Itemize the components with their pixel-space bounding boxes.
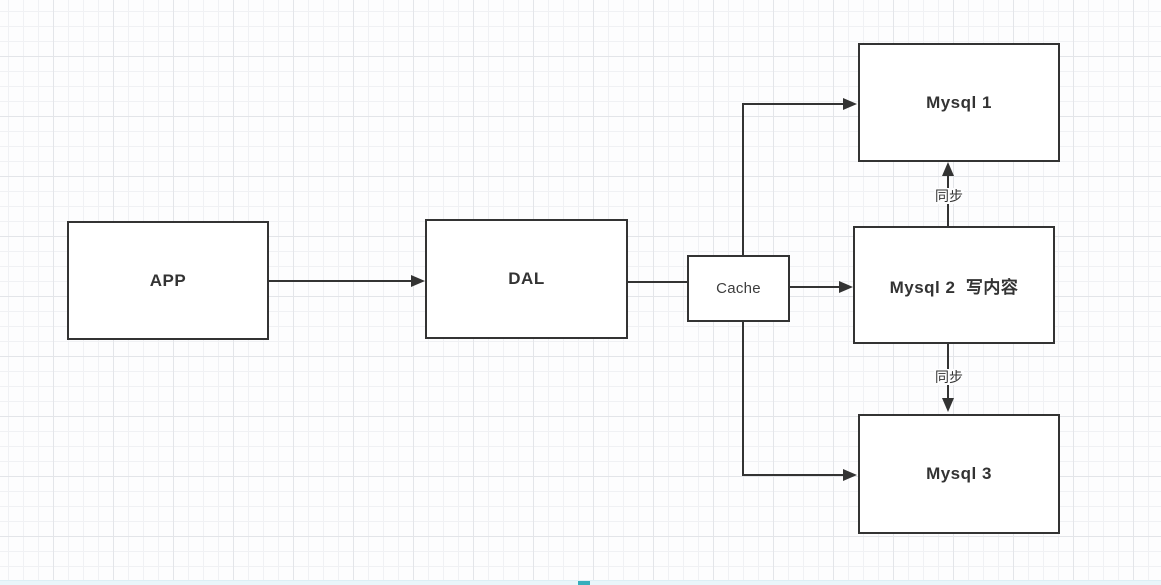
node-dal-label: DAL <box>508 269 545 288</box>
node-app[interactable]: APP <box>67 221 269 340</box>
arrowhead-right-icon <box>411 275 425 287</box>
connector-app-dal-line[interactable] <box>269 280 411 282</box>
connector-cache-mysql3-hline[interactable] <box>742 474 843 476</box>
scrollbar-thumb[interactable] <box>578 581 590 585</box>
node-mysql2[interactable]: Mysql 2 写内容 <box>853 226 1055 344</box>
connector-cache-mysql1-hline[interactable] <box>742 103 843 105</box>
arrowhead-right-icon <box>839 281 853 293</box>
arrowhead-up-icon <box>942 162 954 176</box>
arrowhead-down-icon <box>942 398 954 412</box>
connector-cache-mysql1-vline[interactable] <box>742 103 744 255</box>
arrowhead-right-icon <box>843 98 857 110</box>
sync-up-label: 同步 <box>934 188 964 204</box>
connector-cache-mysql3-vline[interactable] <box>742 322 744 476</box>
node-mysql3-label: Mysql 3 <box>926 464 992 483</box>
node-cache[interactable]: Cache <box>687 255 790 322</box>
node-mysql1-label: Mysql 1 <box>926 92 992 112</box>
node-mysql1[interactable]: Mysql 1 <box>858 43 1060 162</box>
node-cache-label: Cache <box>716 280 761 297</box>
arrowhead-right-icon <box>843 469 857 481</box>
connector-cache-mysql2-line[interactable] <box>790 286 839 288</box>
node-app-label: APP <box>149 270 187 290</box>
sync-down-label: 同步 <box>934 369 964 385</box>
node-mysql2-label: Mysql 2 写内容 <box>889 277 1019 297</box>
connector-dal-cache-line[interactable] <box>628 281 687 283</box>
horizontal-scrollbar[interactable] <box>0 580 1161 585</box>
node-dal[interactable]: DAL <box>425 219 628 339</box>
node-mysql3[interactable]: Mysql 3 <box>858 414 1060 534</box>
